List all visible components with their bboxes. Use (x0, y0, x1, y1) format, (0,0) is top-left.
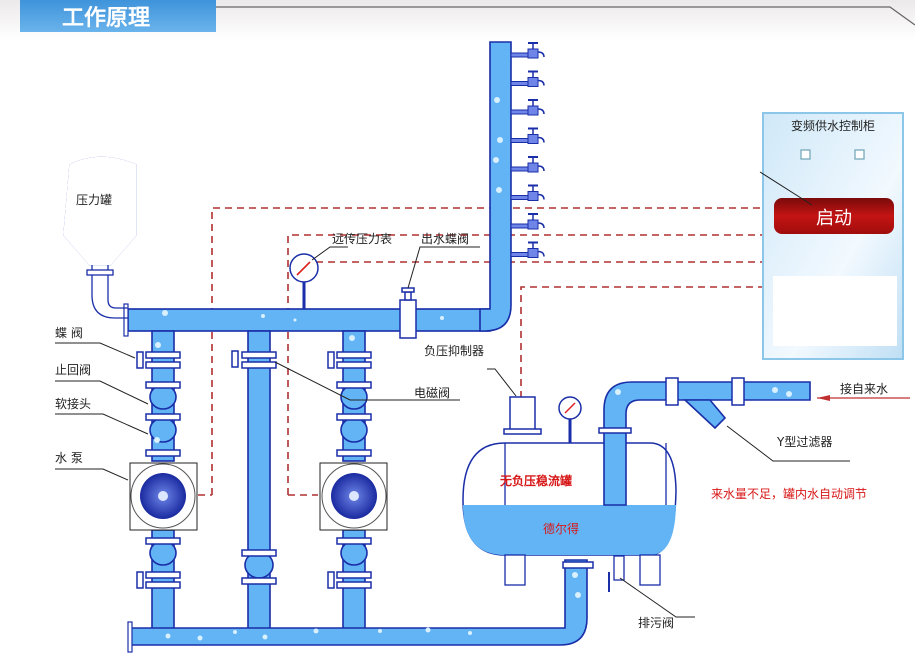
remote-pressure-gauge (289, 253, 319, 309)
stabilizer-tank-label: 无负压稳流罐 (499, 473, 572, 488)
header-rule (215, 6, 915, 26)
faucet-icon (510, 99, 545, 116)
header-tab (20, 0, 216, 32)
control-lines (198, 207, 775, 496)
cabinet-display-panel (773, 276, 897, 346)
tap-water-inlet-label: 接自来水 (840, 381, 888, 396)
pump-column-2 (319, 330, 388, 631)
leader-lines (55, 246, 910, 618)
auto-adjust-note: 来水量不足，罐内水自动调节 (711, 487, 867, 501)
pressure-tank-label: 压力罐 (76, 193, 112, 207)
outlet-butterfly-valve (399, 287, 417, 339)
negative-pressure-suppressor (503, 396, 542, 435)
check-valve-label: 止回阀 (55, 363, 91, 377)
indicator-light (854, 149, 865, 160)
butterfly-valve-label: 蝶 阀 (55, 325, 83, 340)
water-pump-label: 水 泵 (55, 451, 83, 465)
soft-joint-label: 软接头 (55, 396, 91, 411)
brand-label: 德尔得 (543, 521, 579, 536)
control-cabinet-title: 变频供水控制柜 (791, 118, 875, 133)
faucet-icon (510, 213, 545, 230)
suction-header-pipe (127, 559, 594, 653)
inlet-pipe (598, 377, 811, 506)
drain-valve-label: 排污阀 (638, 616, 674, 630)
y-filter-label: Y型过滤器 (776, 435, 832, 449)
riser-faucets (510, 42, 545, 258)
faucet-icon (510, 184, 545, 201)
tank-pressure-gauge (558, 396, 582, 443)
header-title: 工作原理 (62, 6, 150, 31)
labels: 蝶 阀 止回阀 软接头 水 泵 远传压力表 出水蝶阀 负压抑制器 电磁阀 Y型过… (55, 231, 888, 630)
pump-column-1 (129, 330, 198, 631)
solenoid-valve-label: 电磁阀 (414, 385, 450, 400)
control-cabinet: 变频供水控制柜 启动 (762, 112, 904, 360)
faucet-icon (510, 127, 545, 144)
negative-pressure-suppressor-label: 负压抑制器 (424, 343, 484, 358)
start-button[interactable]: 启动 (774, 198, 894, 234)
faucet-icon (510, 241, 545, 258)
faucet-icon (510, 42, 545, 59)
bypass-column (231, 330, 277, 632)
start-button-label: 启动 (816, 208, 852, 229)
pressure-tank: 压力罐 (63, 156, 137, 319)
faucet-icon (510, 70, 545, 87)
faucet-icon (510, 156, 545, 173)
indicator-light (800, 149, 811, 160)
remote-pressure-gauge-label: 远传压力表 (332, 231, 392, 246)
outlet-butterfly-valve-label: 出水蝶阀 (421, 231, 469, 246)
header: 工作原理 (0, 0, 915, 40)
drain-valve (608, 555, 625, 592)
outlet-header-pipe (123, 41, 512, 337)
